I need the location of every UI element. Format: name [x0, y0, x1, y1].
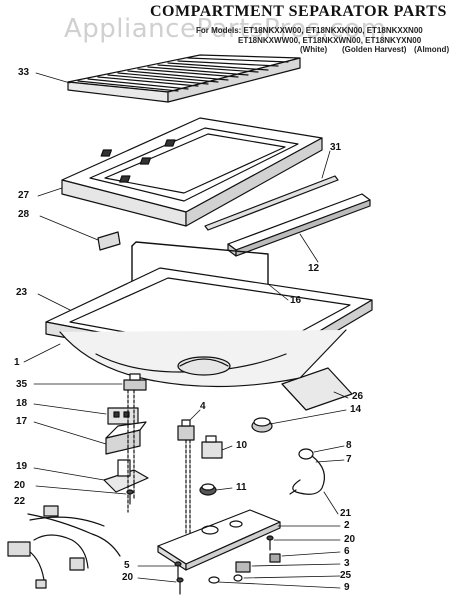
callout-21: 21 [340, 508, 352, 519]
part-19-bracket [104, 460, 148, 492]
callout-6: 6 [344, 546, 350, 557]
callout-16: 16 [290, 295, 302, 306]
model-line-2: ET18NKXWW00, ET18NKXWN00, ET18NKYXN00 [238, 36, 422, 45]
part-33-grille [68, 55, 300, 102]
part-6-connector [270, 554, 280, 562]
callout-8: 8 [346, 440, 352, 451]
callout-4: 4 [200, 401, 206, 412]
part-31-strip [205, 176, 338, 230]
callout-27: 27 [18, 190, 30, 201]
callout-22: 22 [14, 496, 26, 507]
callout-33: 33 [18, 67, 30, 78]
part-4-block [178, 420, 194, 440]
part-21-sensor-wire [290, 449, 324, 494]
part-35-clip [124, 374, 146, 390]
callout-25: 25 [340, 570, 352, 581]
color-golden-harvest: (Golden Harvest) [342, 45, 407, 54]
callout-9: 9 [344, 582, 350, 593]
callout-18: 18 [16, 398, 28, 409]
callout-26: 26 [352, 391, 364, 402]
callout-19: 19 [16, 461, 28, 472]
callout-5: 5 [124, 560, 130, 571]
callout-12: 12 [308, 263, 320, 274]
callout-1: 1 [14, 357, 20, 368]
callout-31: 31 [330, 142, 342, 153]
part-28-block [98, 232, 120, 250]
callout-20-upper: 20 [14, 480, 26, 491]
screw-5 [175, 562, 181, 580]
callout-20-right: 20 [344, 534, 356, 545]
callout-3: 3 [344, 558, 350, 569]
part-22-harness [8, 506, 120, 588]
part-12-rail [228, 194, 370, 256]
part-2-base-plate [158, 510, 280, 570]
watermark-text: AppliancePartsPros.com [64, 14, 387, 44]
part-25-nut [234, 575, 242, 581]
callout-2: 2 [344, 520, 350, 531]
part-17-housing [106, 422, 146, 454]
callout-35: 35 [16, 379, 28, 390]
part-3-connector [236, 562, 250, 572]
part-23-housing [46, 268, 372, 387]
callout-14: 14 [350, 404, 362, 415]
part-11-knob [200, 484, 216, 495]
screw-20a [127, 490, 133, 504]
part-16-wire [132, 242, 268, 284]
callout-7: 7 [346, 454, 352, 465]
screw-20c [177, 578, 183, 594]
callout-28: 28 [18, 209, 30, 220]
part-18-plate [108, 408, 138, 424]
callout-17: 17 [16, 416, 28, 427]
callout-23: 23 [16, 287, 28, 298]
screw-20b [267, 536, 273, 550]
callout-leaders [24, 73, 348, 588]
color-almond: (Almond) [414, 45, 450, 54]
part-9-spacer [209, 577, 219, 583]
callout-10: 10 [236, 440, 248, 451]
color-white: (White) [300, 45, 328, 54]
part-27-frame [62, 118, 322, 226]
diagram-title: COMPARTMENT SEPARATOR PARTS [150, 3, 447, 20]
part-14-knob [252, 418, 272, 432]
callout-11: 11 [236, 482, 247, 493]
model-line-1: For Models: ET18NKXXW00, ET18NKXKN00, ET… [196, 26, 423, 35]
part-10-switch [202, 436, 222, 458]
callout-20-lower: 20 [122, 572, 134, 583]
